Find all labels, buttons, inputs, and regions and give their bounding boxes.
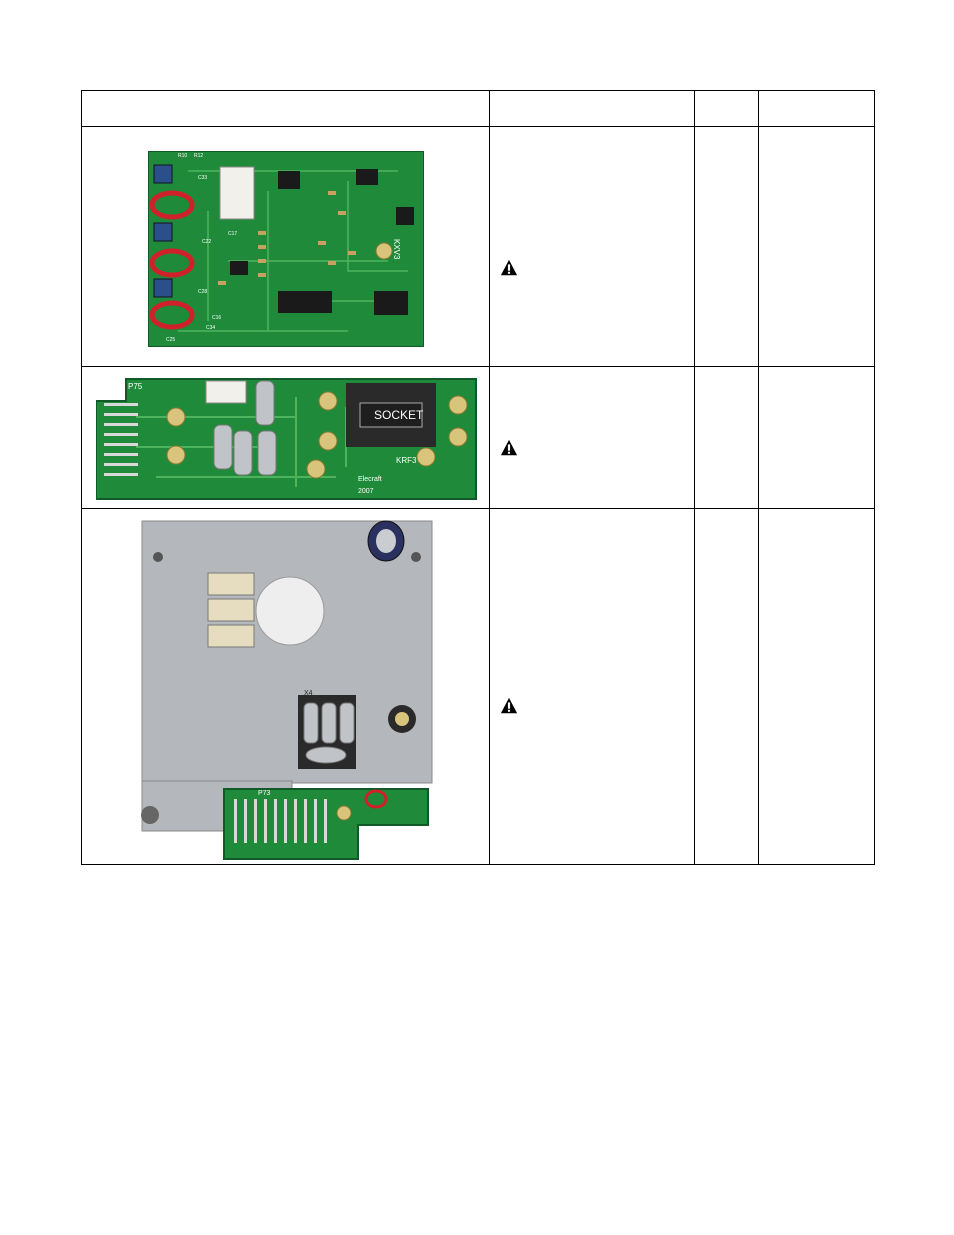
table-header-row [81,90,875,127]
photo-cell: X4 P73 [81,508,490,865]
warning-icon [500,697,518,714]
board-label: C28 [198,289,207,295]
header-description [489,90,695,127]
krf3-board-photo: SOCKET P75 KRF3 Elecraft 2007 [96,378,477,500]
board-label-x4: X4 [304,690,313,697]
board-label: C16 [212,315,221,321]
shielded-board-photo: X4 P73 [141,520,433,860]
board-label-socket: SOCKET [374,408,424,422]
parts-table: KXV3 R10 R12 C33 C22 C17 C28 C16 C34 C25 [81,90,875,865]
board-label-year: 2007 [358,488,374,495]
qty-cell [694,366,759,509]
description-cell [489,126,695,367]
table-row: SOCKET P75 KRF3 Elecraft 2007 [81,366,875,509]
warning-icon [500,259,518,276]
ref-cell [758,126,875,367]
board-label-p75: P75 [128,382,143,391]
board-label: C34 [206,325,215,331]
ref-cell [758,366,875,509]
ref-cell [758,508,875,865]
photo-cell: KXV3 R10 R12 C33 C22 C17 C28 C16 C34 C25 [81,126,490,367]
board-label: R10 [178,153,187,159]
description-cell [489,508,695,865]
table-row: KXV3 R10 R12 C33 C22 C17 C28 C16 C34 C25 [81,126,875,367]
header-qty [694,90,759,127]
header-photo [81,90,490,127]
description-cell [489,366,695,509]
board-label: R12 [194,153,203,159]
board-label: C17 [228,231,237,237]
qty-cell [694,126,759,367]
table-row: X4 P73 [81,508,875,865]
board-label: C22 [202,239,211,245]
kxv3-main-board-photo: KXV3 R10 R12 C33 C22 C17 C28 C16 C34 C25 [148,151,424,347]
qty-cell [694,508,759,865]
board-label-elecraft: Elecraft [358,476,382,483]
board-label-krf3: KRF3 [396,456,417,465]
board-label: C33 [198,175,207,181]
board-label: C25 [166,337,175,343]
header-ref [758,90,875,127]
photo-cell: SOCKET P75 KRF3 Elecraft 2007 [81,366,490,509]
warning-icon [500,439,518,456]
board-label-p73: P73 [258,790,271,797]
board-label-kxv3: KXV3 [392,239,401,260]
